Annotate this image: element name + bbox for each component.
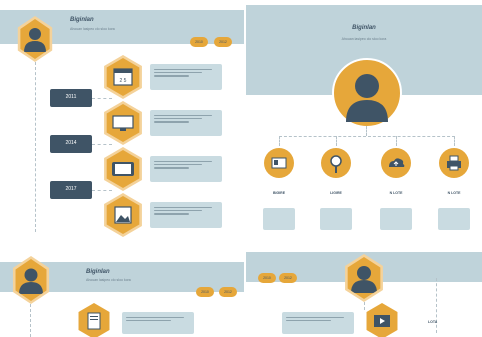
item-card <box>320 208 352 230</box>
year-box: 2014 <box>50 135 92 153</box>
item-circle <box>264 148 294 178</box>
connector-line <box>92 190 112 191</box>
connector-line <box>454 136 455 146</box>
person-icon <box>19 268 43 294</box>
monitor-icon <box>112 115 134 131</box>
panel-timeline-bottom: Biginlan Ahouan lasipeo clo sloo kora 20… <box>0 248 244 337</box>
step-card <box>150 156 222 182</box>
step-hex <box>78 303 110 337</box>
timeline-line <box>35 62 36 232</box>
year-box: 2011 <box>50 89 92 107</box>
page-title: Biginlan <box>352 25 376 31</box>
year-pill: 2010 <box>190 37 208 47</box>
item-label: N LOTE <box>389 191 403 195</box>
person-icon <box>24 28 46 52</box>
step-hex: 2 5 <box>106 58 140 96</box>
person-icon <box>351 266 377 293</box>
page-subtitle: Ahouan lasipeo clo sloo kora <box>86 278 131 282</box>
svg-text:2 5: 2 5 <box>120 78 127 84</box>
step-card <box>150 64 222 90</box>
tablet-icon <box>112 162 134 176</box>
page-title: Biginlan <box>70 17 94 23</box>
printer-icon <box>447 155 461 171</box>
connector-line <box>366 126 367 136</box>
step-card <box>282 312 354 334</box>
page-title: Biginlan <box>86 269 110 275</box>
connector-line <box>364 302 365 310</box>
picture-icon <box>114 206 132 224</box>
step-hex <box>106 104 140 142</box>
timeline-line <box>30 304 31 337</box>
avatar <box>15 259 47 301</box>
page-subtitle: Ahouan lasipeo clo sloo kora <box>70 27 115 31</box>
item-card <box>380 208 412 230</box>
year-pill: 2012 <box>219 287 237 297</box>
step-card <box>150 202 222 228</box>
year-pill: 2010 <box>196 287 214 297</box>
year-box: 2017 <box>50 181 92 199</box>
connector-line <box>436 278 437 333</box>
connector-line <box>279 136 280 146</box>
connector-line <box>279 136 455 137</box>
id-card-icon <box>271 157 287 169</box>
item-card <box>438 208 470 230</box>
connector-line <box>92 98 112 99</box>
page-subtitle: Ahouan lasipeo clo sloo kora <box>341 37 387 41</box>
document-icon <box>87 312 101 330</box>
avatar <box>332 58 402 128</box>
year-pill: 2012 <box>279 273 297 283</box>
item-circle <box>321 148 351 178</box>
item-label: LOTA <box>428 320 438 324</box>
step-hex <box>366 303 398 337</box>
year-pill: 2012 <box>214 37 232 47</box>
calendar-icon: 2 5 <box>113 68 133 86</box>
item-card <box>263 208 295 230</box>
play-icon <box>374 315 390 327</box>
panel-org-chart: Biginlan Ahouan lasipeo clo sloo kora BI… <box>246 0 482 246</box>
connector-line <box>92 144 112 145</box>
item-label: N LOTE <box>447 191 461 195</box>
item-circle <box>381 148 411 178</box>
step-card <box>122 312 194 334</box>
item-label: BIGIRE <box>272 191 286 195</box>
connector-line <box>396 136 397 146</box>
person-icon <box>346 74 388 122</box>
magnifier-icon <box>330 155 342 173</box>
panel-detail-bottom: 2010 2012 LOTA <box>246 248 482 337</box>
item-circle <box>439 148 469 178</box>
year-pill: 2010 <box>258 273 276 283</box>
panel-timeline-top: Biginlan Ahouan lasipeo clo sloo kora 20… <box>0 0 244 246</box>
item-label: LIGIRE <box>330 191 342 195</box>
cloud-upload-icon <box>389 158 405 167</box>
connector-line <box>336 136 337 146</box>
step-card <box>150 110 222 136</box>
